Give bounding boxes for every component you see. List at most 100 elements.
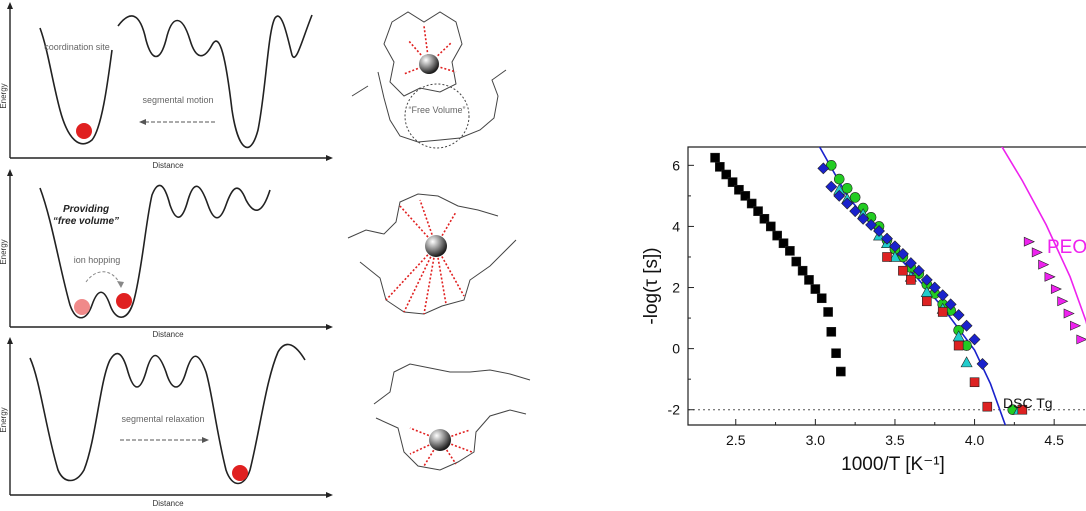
triangle-marker [936, 302, 949, 314]
circle-marker [945, 305, 956, 316]
square-marker [759, 213, 770, 224]
y-tick-label: 4 [672, 218, 680, 234]
square-marker [778, 238, 789, 249]
x-tick-label: 2.5 [726, 432, 746, 448]
square-marker [816, 293, 827, 304]
triangle-marker [841, 192, 854, 204]
square-marker [937, 307, 948, 317]
square-marker [734, 184, 744, 195]
plot-frame [687, 146, 1086, 426]
square-marker [982, 401, 993, 412]
diamond-marker [889, 240, 901, 253]
square-marker [831, 348, 841, 359]
diamond-marker [896, 247, 909, 260]
square-marker [740, 191, 751, 201]
annotation-dsc-tg: DSC Tg [1003, 395, 1053, 411]
diamond-marker [968, 333, 981, 346]
circle-marker [913, 268, 925, 280]
triangle-right-marker [1023, 236, 1035, 247]
square-marker [810, 284, 821, 294]
circle-marker [961, 340, 972, 351]
circle-marker [897, 251, 909, 263]
y-tick-label: -2 [668, 402, 681, 418]
circle-marker [1007, 404, 1019, 416]
label-free-volume-2: “free volume” [53, 216, 119, 227]
triangle-right-marker [1038, 259, 1050, 270]
triangle-right-marker [1076, 334, 1086, 345]
diamond-marker [904, 257, 917, 270]
square-marker [785, 246, 795, 256]
label-ion-hopping: ion hopping [74, 255, 121, 265]
square-marker [882, 252, 892, 262]
triangle-right-marker [1031, 247, 1043, 258]
ion [76, 123, 92, 139]
energy-curve [39, 184, 271, 319]
y-tick-label: 6 [672, 157, 680, 173]
circle-marker [833, 173, 845, 185]
cation-sphere [425, 235, 447, 257]
axis-y-label: Energy [0, 239, 8, 264]
diamond-marker [960, 319, 973, 332]
ion-faded [74, 299, 90, 315]
square-marker [921, 296, 932, 307]
square-marker [969, 377, 980, 388]
circle-marker [841, 182, 853, 194]
triangle-marker [888, 250, 901, 262]
diamond-marker [865, 218, 878, 231]
axis-y-label: Energy [0, 83, 8, 108]
plot-border [687, 146, 1086, 426]
diamond-marker [936, 289, 949, 302]
label-segmental-motion: segmental motion [142, 95, 213, 105]
axis-x-label: Distance [152, 499, 184, 508]
triangle-right-marker [1057, 296, 1069, 307]
label-providing: Providing [63, 204, 109, 215]
molecule-3 [373, 363, 531, 471]
triangle-marker [833, 183, 846, 195]
data-points [710, 152, 1086, 416]
triangle-right-marker [1063, 308, 1075, 319]
diamond-marker [817, 162, 830, 175]
circle-marker [889, 244, 901, 255]
square-marker [1017, 404, 1028, 415]
ion [232, 465, 248, 481]
triangle-right-marker [1044, 271, 1056, 282]
molecule-2 [347, 193, 517, 315]
circle-marker [953, 324, 964, 336]
ion [116, 293, 132, 309]
axis-x-label: Distance [152, 161, 184, 170]
cation-sphere [419, 54, 439, 74]
square-marker [953, 340, 964, 351]
label-coordination: coordination site [44, 42, 110, 52]
circle-marker [865, 211, 877, 223]
diamond-marker [920, 273, 933, 286]
square-marker [797, 265, 808, 276]
triangle-marker [904, 270, 917, 282]
energy-curve [29, 343, 306, 485]
annotation-peo: PEO [1047, 237, 1086, 258]
square-marker [823, 307, 833, 317]
diamond-marker [944, 298, 957, 311]
x-axis-title: 1000/T [K⁻¹] [841, 454, 945, 475]
triangle-marker [857, 208, 870, 220]
energy-curve [39, 27, 113, 145]
circle-marker [929, 288, 941, 299]
diamond-marker [881, 232, 893, 245]
diamond-marker [928, 281, 941, 294]
x-tick-label: 3.0 [806, 432, 826, 448]
diamond-marker [912, 264, 925, 277]
square-marker [746, 198, 757, 209]
square-marker [791, 256, 802, 267]
energy-curve [117, 14, 313, 149]
circle-marker [921, 279, 933, 290]
square-marker [826, 327, 837, 337]
triangle-marker [952, 330, 965, 342]
y-axis-title: -log(τ [s]) [641, 247, 662, 324]
square-marker [772, 230, 782, 241]
circle-marker [937, 299, 949, 310]
square-marker [710, 152, 720, 163]
diamond-marker [873, 225, 885, 237]
y-tick-label: 2 [672, 280, 680, 296]
square-marker [727, 177, 738, 187]
square-marker [898, 265, 908, 276]
